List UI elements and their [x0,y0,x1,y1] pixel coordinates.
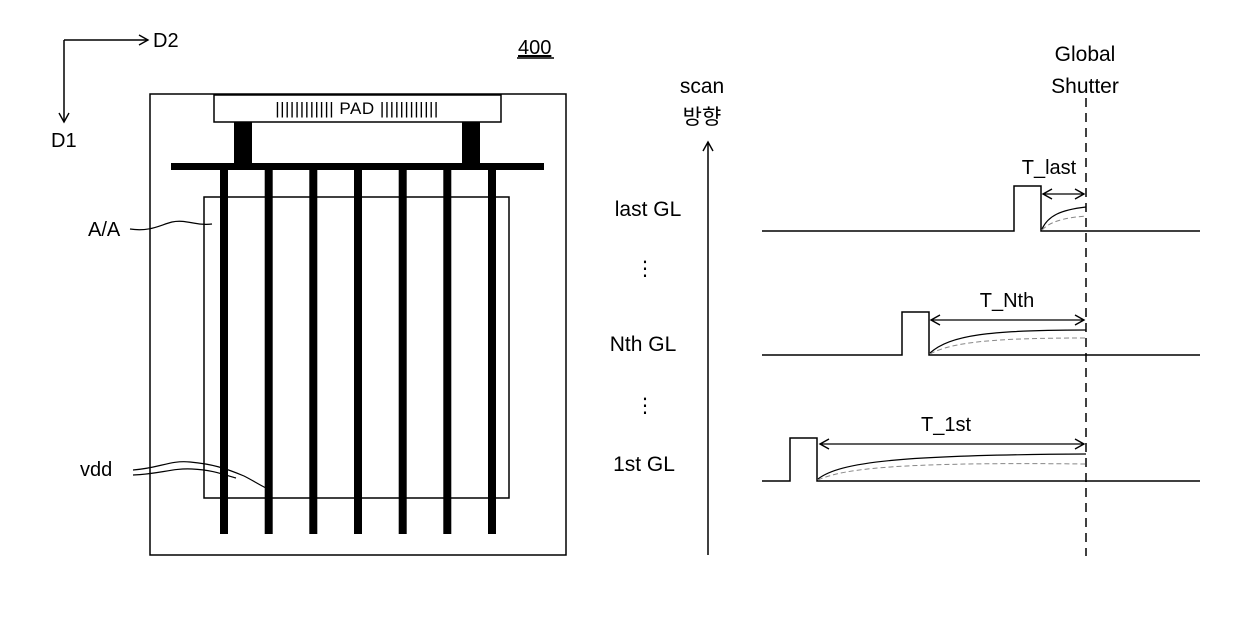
global-shutter-label: Global [1055,43,1116,66]
direction-axes: D2 D1 [51,30,179,152]
pad-connector-left [234,122,252,164]
charge-curve [818,454,1086,479]
vdd-line [354,168,362,534]
axis-d2-label: D2 [153,30,179,52]
vdd-line [443,168,451,534]
axis-d1-label: D1 [51,130,77,152]
charge-curve [930,330,1086,353]
panel-timing-diagram: scan 방향 Global Shutter last GL T_last ⋮ … [610,43,1200,556]
gate-pulse-waveform [762,312,1200,355]
interval-label: T_1st [921,414,971,436]
vdd-line [488,168,496,534]
global-shutter-label-2: Shutter [1051,75,1119,98]
row-last-gl: last GL T_last [615,157,1200,231]
gate-line-label: Nth GL [610,333,677,356]
gate-line-label: last GL [615,198,682,221]
active-area-leader [130,221,212,229]
vdd-line [220,168,228,534]
charge-curve [1042,207,1086,229]
gate-line-label: 1st GL [613,453,675,476]
gate-pulse-waveform [762,186,1200,231]
row-nth-gl: Nth GL T_Nth [610,290,1200,356]
pad-connector-right [462,122,480,164]
pad-label: |||||||||||| PAD |||||||||||| [275,99,439,118]
scan-direction-label: scan [680,75,724,98]
charge-curve-dashed [1042,216,1086,230]
charge-curve-dashed [818,464,1086,480]
ellipsis-lower: ⋮ [635,395,655,417]
scan-direction-label-ko: 방향 [683,106,722,129]
vdd-line [265,168,273,534]
interval-label: T_last [1022,157,1077,179]
vdd-leader-upper [133,462,266,488]
active-area-label: A/A [88,219,121,241]
vdd-lines [220,168,496,534]
row-1st-gl: 1st GL T_1st [613,414,1200,481]
ellipsis-upper: ⋮ [635,258,655,280]
panel-layout-diagram: D2 D1 400 |||||||||||| PAD |||||||||||| … [51,30,566,555]
vdd-line [309,168,317,534]
figure-number: 400 [518,37,551,59]
vdd-label: vdd [80,459,112,481]
vdd-line [399,168,407,534]
interval-label: T_Nth [980,290,1034,312]
